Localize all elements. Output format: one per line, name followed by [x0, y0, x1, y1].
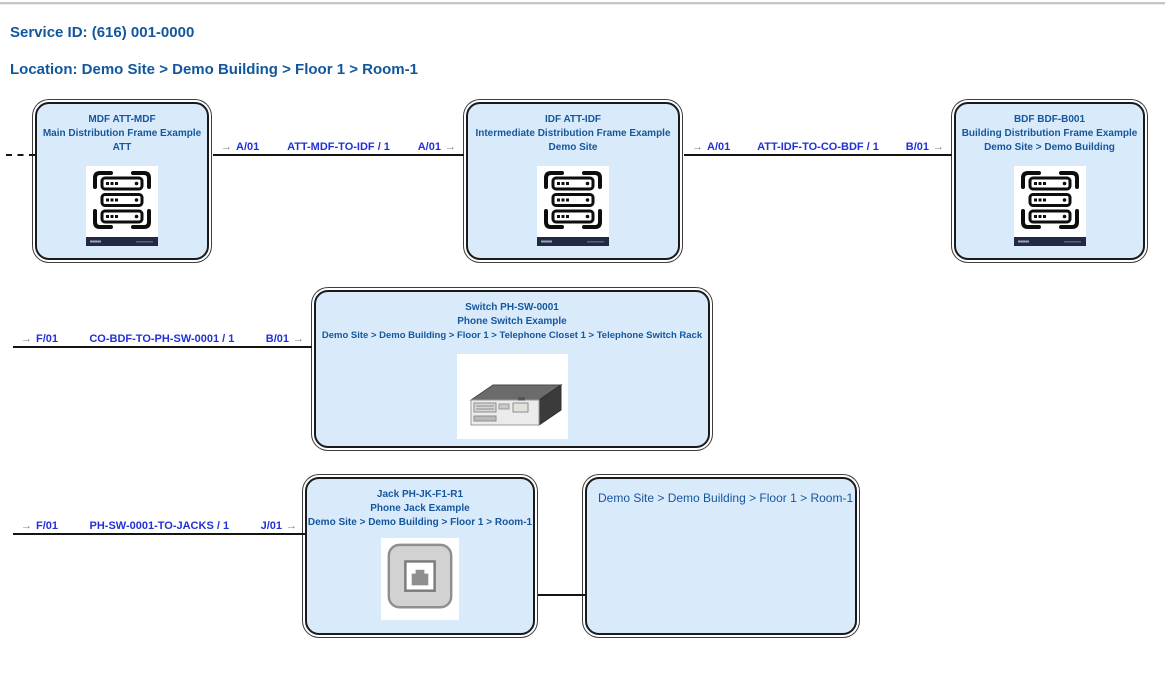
node-mdf[interactable]: MDF ATT-MDF Main Distribution Frame Exam… — [35, 102, 209, 260]
from-port: → A/01 — [221, 141, 259, 153]
node-description: Intermediate Distribution Frame Example — [475, 128, 671, 139]
node-title: BDF BDF-B001 — [1013, 114, 1086, 125]
node-description: Phone Switch Example — [457, 316, 567, 327]
node-description: Building Distribution Frame Example — [961, 128, 1138, 139]
to-port: B/01 → — [906, 141, 944, 153]
service-id-heading: Service ID: (616) 001-0000 — [10, 24, 194, 41]
page-top-divider — [0, 2, 1165, 5]
service-id-value: (616) 001-0000 — [91, 24, 195, 41]
arrow-right-icon: → — [286, 520, 297, 532]
node-title: MDF ATT-MDF — [88, 114, 156, 125]
incoming-circuit-stub — [6, 154, 35, 156]
rack-icon — [537, 166, 609, 246]
from-port: → F/01 — [21, 333, 58, 345]
from-port: → A/01 — [692, 141, 730, 153]
location-path: Demo Site > Demo Building > Floor 1 > Ro… — [81, 61, 418, 78]
service-id-label: Service ID: — [10, 24, 88, 41]
node-location: Demo Site > Demo Building — [984, 142, 1115, 153]
port-label: A/01 — [417, 141, 441, 153]
rack-icon — [1014, 166, 1086, 246]
node-room-location[interactable]: Demo Site > Demo Building > Floor 1 > Ro… — [585, 477, 857, 635]
node-location: Demo Site > Demo Building > Floor 1 > Te… — [321, 330, 703, 341]
arrow-right-icon: → — [21, 333, 32, 345]
location-heading: Location: Demo Site > Demo Building > Fl… — [10, 61, 418, 78]
phone-switch-icon — [457, 354, 568, 439]
location-label: Location: — [10, 61, 78, 78]
node-bdf[interactable]: BDF BDF-B001 Building Distribution Frame… — [954, 102, 1145, 260]
arrow-right-icon: → — [21, 520, 32, 532]
to-port: J/01 → — [261, 520, 297, 532]
node-title: Switch PH-SW-0001 — [465, 302, 559, 313]
node-location: ATT — [112, 142, 132, 153]
connection-idf-to-bdf: → A/01 ATT-IDF-TO-CO-BDF / 1 B/01 → — [684, 138, 952, 156]
port-label: F/01 — [36, 520, 59, 532]
arrow-right-icon: → — [221, 141, 232, 153]
port-label: B/01 — [265, 333, 289, 345]
from-port: → F/01 — [21, 520, 58, 532]
connection-name-link[interactable]: ATT-IDF-TO-CO-BDF / 1 — [757, 141, 879, 153]
node-title: Jack PH-JK-F1-R1 — [376, 489, 464, 500]
arrow-right-icon: → — [444, 141, 456, 153]
rack-icon — [86, 166, 158, 246]
phone-jack-icon — [381, 538, 459, 620]
node-description: Main Distribution Frame Example — [42, 128, 202, 139]
port-label: A/01 — [707, 141, 731, 153]
node-idf[interactable]: IDF ATT-IDF Intermediate Distribution Fr… — [466, 102, 680, 260]
node-phone-switch[interactable]: Switch PH-SW-0001 Phone Switch Example D… — [314, 290, 710, 448]
arrow-right-icon: → — [293, 333, 304, 345]
connection-name-link[interactable]: ATT-MDF-TO-IDF / 1 — [287, 141, 390, 153]
to-port: B/01 → — [266, 333, 304, 345]
jack-to-room-link — [538, 594, 585, 596]
node-location: Demo Site — [548, 142, 598, 153]
port-label: A/01 — [236, 141, 260, 153]
port-label: B/01 — [905, 141, 929, 153]
room-location-path: Demo Site > Demo Building > Floor 1 > Ro… — [598, 491, 854, 505]
port-label: J/01 — [260, 520, 282, 532]
arrow-right-icon: → — [692, 141, 703, 153]
node-description: Phone Jack Example — [370, 503, 470, 514]
node-title: IDF ATT-IDF — [544, 114, 602, 125]
to-port: A/01→ — [418, 141, 456, 153]
connection-name-link[interactable]: CO-BDF-TO-PH-SW-0001 / 1 — [89, 333, 235, 345]
port-label: F/01 — [36, 333, 59, 345]
node-location: Demo Site > Demo Building > Floor 1 > Ro… — [307, 517, 533, 528]
connection-mdf-to-idf: →A/01 ATT-MDF-TO-IDF / 1 A/01→ — [213, 138, 464, 156]
connection-bdf-to-switch: → F/01 CO-BDF-TO-PH-SW-0001 / 1 B/01 → — [13, 330, 312, 348]
arrow-right-icon: → — [933, 141, 944, 153]
connection-name-link[interactable]: PH-SW-0001-TO-JACKS / 1 — [89, 520, 230, 532]
connection-switch-to-jack: → F/01 PH-SW-0001-TO-JACKS / 1 J/01 → — [13, 517, 305, 535]
node-phone-jack[interactable]: Jack PH-JK-F1-R1 Phone Jack Example Demo… — [305, 477, 535, 635]
